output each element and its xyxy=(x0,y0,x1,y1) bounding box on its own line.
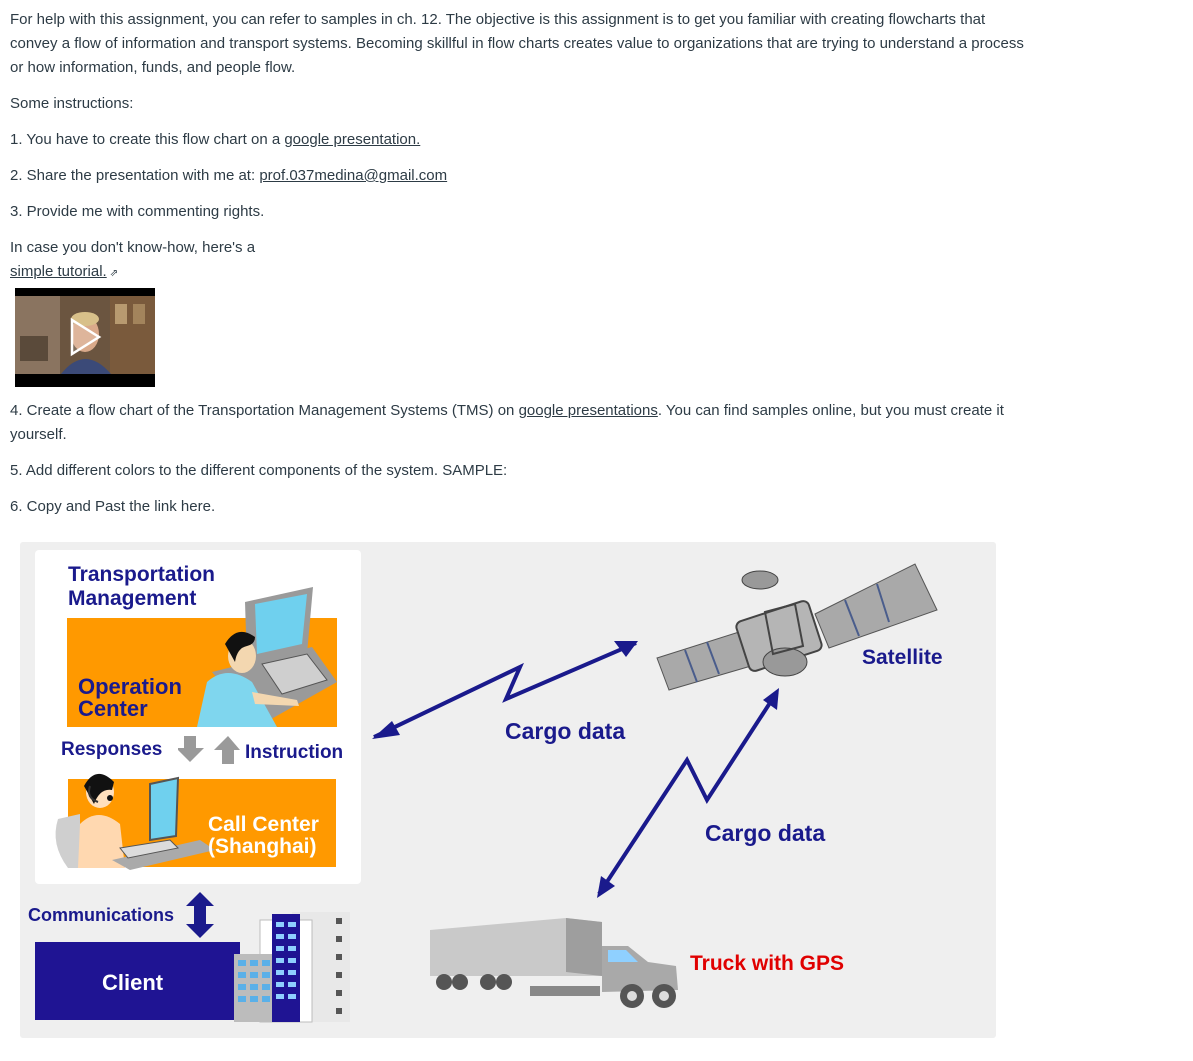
operation-center-label-2: Center xyxy=(78,696,148,721)
tutorial-text: In case you don't know-how, here's a xyxy=(10,239,256,256)
tutorial-video-thumbnail[interactable] xyxy=(15,288,155,387)
double-arrow-icon xyxy=(186,892,214,938)
tm-title-line-2: Management xyxy=(68,587,197,610)
intro-line-3: or how information, funds, and people fl… xyxy=(10,59,296,76)
google-presentations-link[interactable]: google presentations xyxy=(518,402,658,419)
step-3: 3. Provide me with commenting rights. xyxy=(10,203,265,220)
play-icon xyxy=(70,317,102,357)
step-1: 1. You have to create this flow chart on… xyxy=(10,128,420,152)
step-1-text: 1. You have to create this flow chart on… xyxy=(10,131,285,148)
operation-center-label-1: Operation xyxy=(78,674,182,699)
simple-tutorial-link[interactable]: simple tutorial. xyxy=(10,263,107,280)
tutorial-line: simple tutorial.⇗ xyxy=(10,260,118,286)
intro-line-1: For help with this assignment, you can r… xyxy=(10,11,986,28)
cargo-data-label-2: Cargo data xyxy=(705,820,826,846)
step-4: 4. Create a flow chart of the Transporta… xyxy=(10,399,1004,423)
email-link[interactable]: prof.037medina@gmail.com xyxy=(259,167,448,184)
tms-sample-diagram: Transportation Management Operation Cent… xyxy=(20,542,996,1038)
tm-title-line-1: Transportation xyxy=(68,563,216,586)
client-label: Client xyxy=(102,970,164,995)
step-5: 5. Add different colors to the different… xyxy=(10,462,508,479)
cargo-data-label-1: Cargo data xyxy=(505,718,626,744)
external-link-icon: ⇗ xyxy=(109,268,119,279)
truck-icon xyxy=(430,918,678,1008)
step-6: 6. Copy and Past the link here. xyxy=(10,498,216,515)
zigzag-arrow-icon-1 xyxy=(372,641,638,739)
step-4-text: 4. Create a flow chart of the Transporta… xyxy=(10,402,519,419)
call-center-label-2: (Shanghai) xyxy=(208,835,317,858)
client-box xyxy=(35,942,240,1020)
satellite-icon xyxy=(656,563,938,691)
responses-instruction-arrows-icon xyxy=(178,736,240,764)
instruction-label: Instruction xyxy=(245,742,344,763)
responses-label: Responses xyxy=(61,739,163,760)
instructions-heading: Some instructions: xyxy=(10,95,134,112)
step-4-rest: . You can find samples online, but you m… xyxy=(657,402,1004,419)
zigzag-arrow-icon-2 xyxy=(597,688,779,898)
building-icon xyxy=(234,912,350,1023)
communications-label: Communications xyxy=(28,905,175,925)
satellite-label: Satellite xyxy=(862,646,943,669)
intro-line-2: convey a flow of information and transpo… xyxy=(10,35,1024,52)
step-2-text: 2. Share the presentation with me at: xyxy=(10,167,260,184)
call-agent-icon xyxy=(55,773,336,870)
call-center-label-1: Call Center xyxy=(208,813,319,836)
truck-gps-label: Truck with GPS xyxy=(690,952,845,975)
step-4-line-2: yourself. xyxy=(10,426,67,443)
step-2: 2. Share the presentation with me at: pr… xyxy=(10,164,447,188)
operator-icon xyxy=(67,587,337,727)
google-presentation-link[interactable]: google presentation. xyxy=(284,131,421,148)
